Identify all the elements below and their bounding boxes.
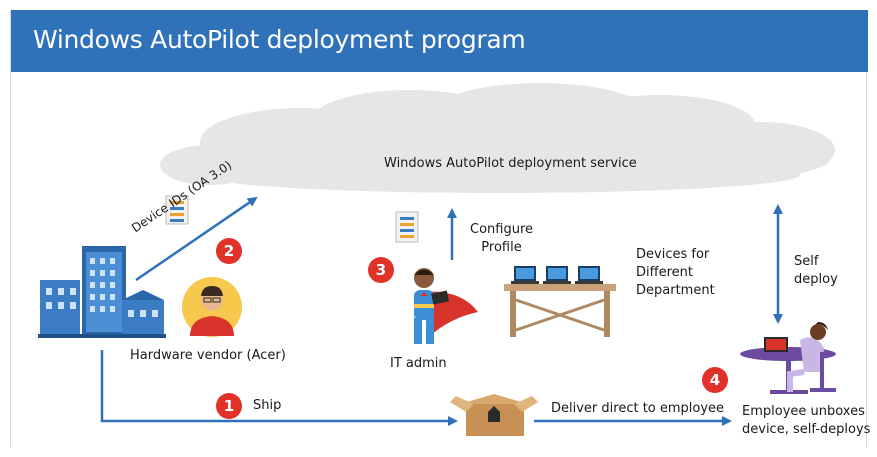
configure-profile-label: Configure Profile	[470, 222, 534, 255]
employee-label: Employee unboxes device, self-deploys	[742, 404, 871, 437]
step-1-badge: 1	[216, 393, 242, 419]
step-3-badge: 3	[368, 257, 394, 283]
building-icon	[38, 246, 166, 338]
ship-label: Ship	[253, 398, 282, 413]
devices-label: Devices for Different Department	[636, 247, 715, 298]
diagram-frame: Windows AutoPilot deployment program	[10, 10, 868, 447]
self-deploy-label: Self deploy	[794, 254, 838, 287]
device-id-arrow	[135, 196, 258, 282]
deliver-label: Deliver direct to employee	[551, 401, 725, 416]
document-icon	[395, 211, 419, 243]
step-2-badge: 2	[216, 238, 242, 264]
step-4-badge: 4	[702, 367, 728, 393]
laptop-table-icon	[504, 266, 616, 337]
vendor-avatar-icon	[182, 277, 242, 337]
cloud-shape	[160, 83, 835, 193]
header-bar: Windows AutoPilot deployment program	[11, 10, 868, 72]
hardware-vendor-label: Hardware vendor (Acer)	[130, 348, 286, 363]
superhero-admin-icon	[414, 268, 478, 344]
cloud-label: Windows AutoPilot deployment service	[384, 156, 637, 171]
page-title: Windows AutoPilot deployment program	[33, 25, 526, 54]
it-admin-label: IT admin	[390, 356, 447, 371]
employee-desk-icon	[740, 322, 836, 394]
package-box-icon	[450, 394, 538, 436]
ship-arrow	[100, 350, 458, 426]
document-icon	[165, 195, 189, 225]
